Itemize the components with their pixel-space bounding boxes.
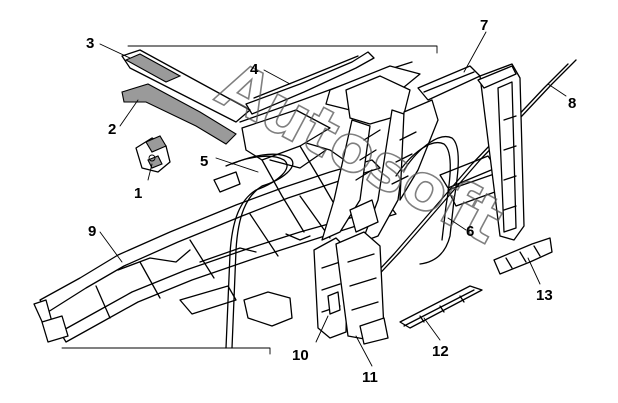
- leader-lines: [99, 31, 567, 367]
- label-6: 6: [466, 223, 474, 240]
- roof-rail-4: [245, 51, 375, 115]
- label-5: 5: [200, 153, 208, 170]
- label-1: 1: [134, 185, 142, 202]
- label-9: 9: [88, 223, 96, 240]
- label-13: 13: [536, 287, 553, 304]
- part-2: [121, 83, 237, 145]
- label-11: 11: [362, 369, 378, 386]
- label-3: 3: [86, 35, 94, 52]
- bracket-1: [135, 135, 171, 173]
- label-12: 12: [432, 343, 449, 360]
- rail-8: [371, 59, 577, 283]
- door-frame-6: [403, 136, 459, 265]
- sill-12: [399, 285, 483, 329]
- rear-panel-7: [417, 65, 481, 101]
- label-10: 10: [292, 347, 309, 364]
- top-bracket-line: [127, 45, 438, 54]
- rear-pillar-13: [477, 63, 553, 275]
- bottom-bracket-line: [61, 347, 271, 355]
- cable-5: [231, 153, 294, 349]
- label-4: 4: [250, 61, 259, 78]
- callout-labels: 1 2 3 4 5 6 7 8 9 10 11 12 13: [86, 17, 576, 386]
- label-8: 8: [568, 95, 576, 112]
- label-7: 7: [480, 17, 488, 34]
- label-2: 2: [108, 121, 116, 138]
